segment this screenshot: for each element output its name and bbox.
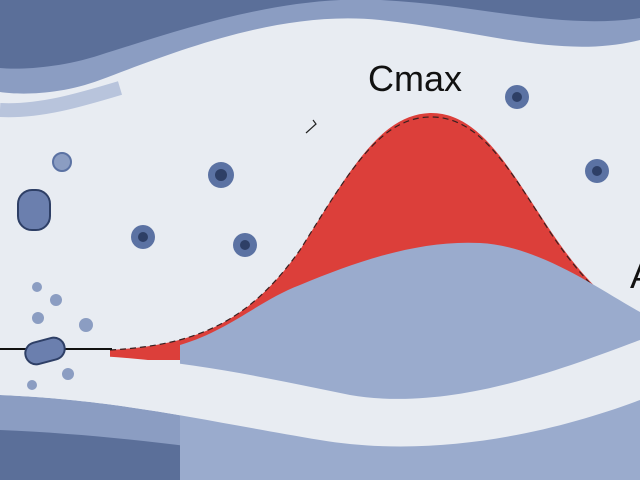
cell — [208, 162, 234, 188]
cell — [131, 225, 155, 249]
clipped-label: A — [630, 255, 640, 296]
particle — [62, 368, 74, 380]
particle — [32, 282, 42, 292]
vessel-wall-top-outer — [0, 0, 640, 69]
particle — [52, 152, 72, 172]
mark — [305, 119, 317, 134]
cell — [585, 159, 609, 183]
particle — [79, 318, 93, 332]
cell — [505, 85, 529, 109]
wall-highlight — [0, 81, 123, 118]
particle — [32, 312, 44, 324]
cmax-label: Cmax — [368, 58, 462, 99]
concentration-curve-dashed — [109, 116, 640, 351]
pill-capsule — [24, 336, 66, 366]
particle — [50, 294, 62, 306]
pill-capsule — [17, 189, 51, 231]
blood-cells — [17, 85, 609, 390]
lumen-lower-wave — [0, 340, 640, 447]
cell — [233, 233, 257, 257]
particle — [27, 380, 37, 390]
